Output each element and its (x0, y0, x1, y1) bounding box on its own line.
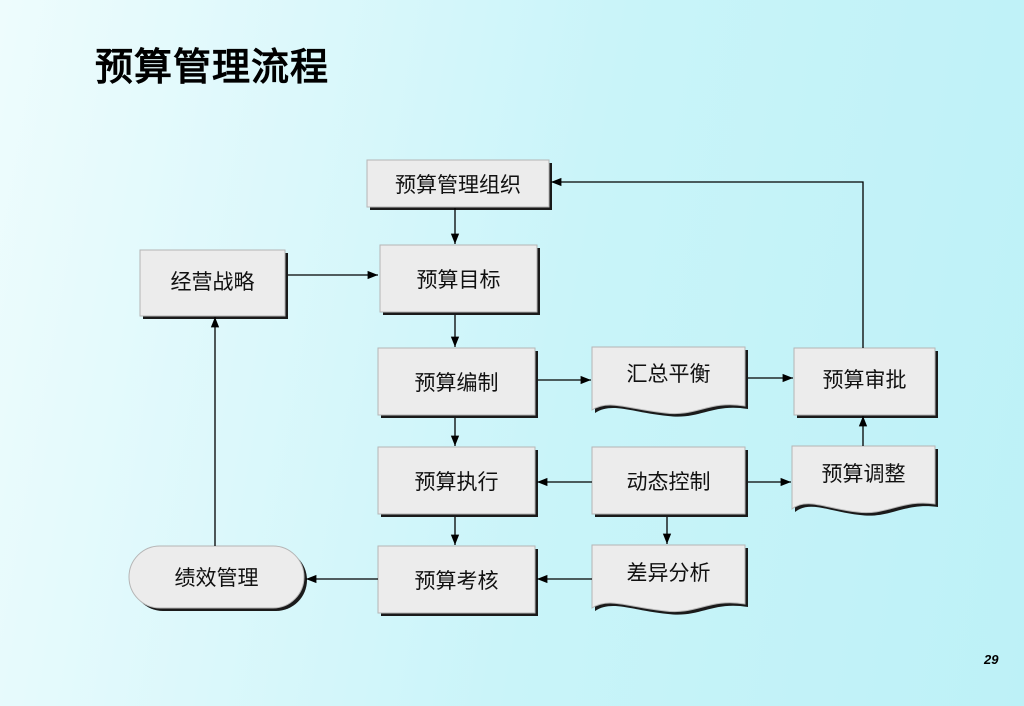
node-budget-compile-shape (377, 347, 536, 416)
node-summary-balance: 汇总平衡 (626, 362, 711, 386)
node-budget-approval: 预算审批 (822, 368, 907, 392)
node-budget-execution: 预算执行 (414, 469, 499, 494)
node-performance-mgmt: 绩效管理 (174, 566, 259, 590)
node-performance-mgmt-shape (128, 545, 305, 609)
page-title: 预算管理流程 (95, 44, 330, 89)
node-budget-execution-shape (377, 446, 536, 515)
node-budget-target: 预算目标 (416, 267, 501, 292)
node-budget-compile: 预算编制 (414, 370, 499, 395)
node-dynamic-control: 动态控制 (626, 469, 711, 494)
node-dynamic-control-shape (591, 446, 746, 515)
node-budget-org-shape (366, 159, 550, 208)
node-summary-balance-shape (591, 346, 746, 415)
page-number: 29 (984, 652, 999, 667)
node-budget-org: 预算管理组织 (395, 172, 521, 197)
node-budget-target-shape (379, 244, 538, 313)
node-variance-analysis-shape (591, 544, 746, 613)
node-budget-adjustment: 预算调整 (821, 462, 906, 486)
node-budget-assessment-shape (377, 545, 536, 614)
node-budget-approval-shape (793, 347, 936, 416)
arrow-approval-to-org (551, 177, 864, 348)
node-budget-assessment: 预算考核 (414, 568, 499, 593)
node-business-strategy: 经营战略 (170, 270, 255, 294)
node-business-strategy-shape (139, 249, 286, 317)
node-variance-analysis: 差异分析 (626, 561, 711, 585)
node-budget-adjustment-shape (791, 445, 936, 514)
